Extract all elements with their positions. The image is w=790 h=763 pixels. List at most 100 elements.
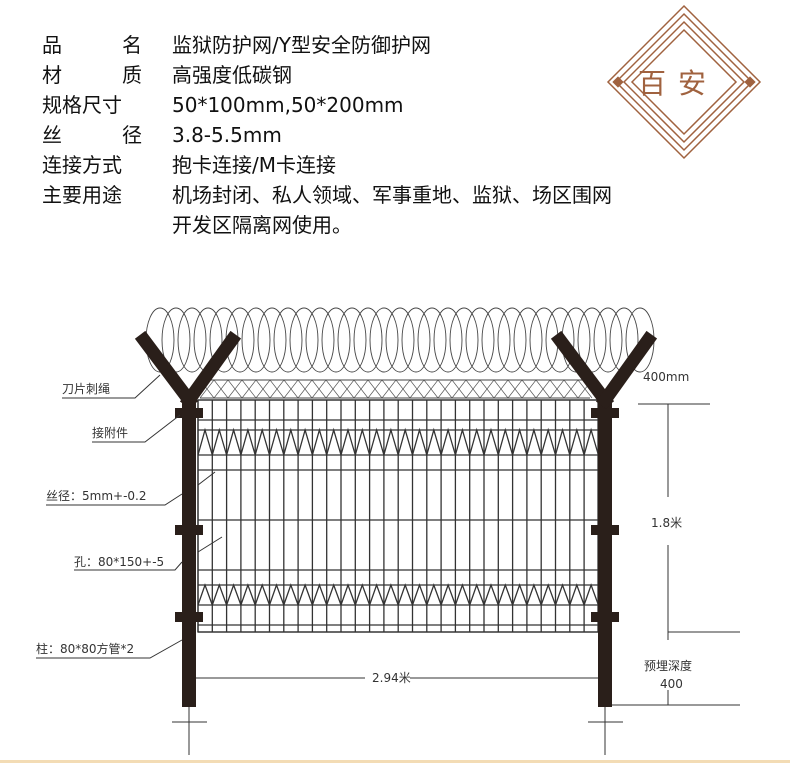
- razor-wire-coil: [305, 307, 335, 373]
- leader-fitting: [92, 414, 181, 443]
- logo-dot: [744, 76, 756, 88]
- razor-wire-coil: [481, 307, 511, 373]
- post-clamp: [175, 408, 182, 418]
- wire-cross: [437, 379, 453, 399]
- spec-value: 监狱防护网/Y型安全防御护网: [172, 33, 431, 57]
- ground-marker: [588, 707, 623, 755]
- spec-value: 3.8-5.5mm: [172, 123, 282, 147]
- label-fitting: 接附件: [92, 425, 128, 440]
- spec-value: 50*100mm,50*200mm: [172, 93, 404, 117]
- wire-cross: [269, 379, 285, 399]
- label-height: 1.8米: [651, 516, 682, 530]
- wire-cross: [297, 379, 313, 399]
- post-clamp: [591, 408, 598, 418]
- logo-dot: [612, 76, 624, 88]
- post-clamp: [591, 612, 598, 622]
- label-post: 柱：80*80方管*2: [36, 641, 134, 656]
- ground-marker: [172, 707, 207, 755]
- spec-key-text: 品名: [42, 33, 142, 57]
- spec-key: 连接方式: [42, 150, 152, 180]
- spec-key: 主要用途: [42, 180, 152, 210]
- razor-wire-coil: [353, 307, 383, 373]
- leader-wire-diameter: [46, 471, 216, 506]
- spec-key: 规格尺寸: [42, 90, 152, 120]
- leader-razor-wire: [62, 374, 161, 399]
- y-arm: [179, 330, 242, 410]
- y-arm: [550, 330, 615, 410]
- spec-key-text: 材质: [42, 63, 142, 87]
- fence-post-right: [598, 395, 612, 707]
- fence-diagram: 刀片刺绳 接附件 丝径：5mm+-0.2 孔：80*150+-5 柱：80*80…: [36, 307, 740, 755]
- razor-wire-coil: [401, 307, 431, 373]
- label-width: 2.94米: [372, 671, 411, 685]
- wire-cross: [255, 379, 271, 399]
- label-mesh-hole: 孔：80*150+-5: [74, 555, 164, 569]
- razor-wire-coil: [241, 307, 271, 373]
- wire-cross: [339, 379, 355, 399]
- logo-text: 百安: [638, 67, 719, 100]
- wire-cross: [423, 379, 439, 399]
- razor-wire-coil: [449, 307, 479, 373]
- wire-cross: [353, 379, 369, 399]
- wire-cross: [213, 379, 229, 399]
- label-razor-wire: 刀片刺绳: [62, 382, 110, 396]
- y-arm: [134, 330, 199, 410]
- wire-cross: [549, 379, 565, 399]
- wire-cross: [465, 379, 481, 399]
- razor-wire-coil: [369, 307, 399, 373]
- wire-cross: [507, 379, 523, 399]
- razor-wire-coil: [417, 307, 447, 373]
- razor-wire-coil: [433, 307, 463, 373]
- wire-cross: [493, 379, 509, 399]
- razor-wire-coil: [289, 307, 319, 373]
- razor-wire-coil: [593, 307, 623, 373]
- razor-wire-coil: [321, 307, 351, 373]
- wire-cross: [479, 379, 495, 399]
- spec-key-text: 规格尺寸: [42, 93, 122, 117]
- post-clamp: [196, 408, 203, 418]
- dimension-lines: [612, 403, 740, 706]
- wire-cross: [325, 379, 341, 399]
- leader-mesh-hole: [74, 536, 223, 571]
- wire-cross: [367, 379, 383, 399]
- label-embed-depth: 预埋深度: [644, 658, 692, 673]
- wire-cross: [409, 379, 425, 399]
- wire-cross: [241, 379, 257, 399]
- wire-rail: [200, 379, 590, 399]
- wire-cross: [227, 379, 243, 399]
- wire-cross: [395, 379, 411, 399]
- label-arm-height: 400mm: [643, 370, 689, 384]
- razor-wire-coil: [385, 307, 415, 373]
- wire-cross: [521, 379, 537, 399]
- label-wire-diameter: 丝径：5mm+-0.2: [46, 489, 146, 503]
- wire-cross: [283, 379, 299, 399]
- spec-key: 丝径: [42, 120, 152, 150]
- label-embed-value: 400: [660, 677, 683, 691]
- razor-wire-coil: [497, 307, 527, 373]
- spec-key-text: 主要用途: [42, 183, 122, 207]
- wire-cross: [451, 379, 467, 399]
- post-clamp: [175, 525, 182, 535]
- leader-post: [36, 639, 183, 659]
- logo-diamond-line: [606, 4, 762, 160]
- razor-wire-coil: [257, 307, 287, 373]
- spec-key-text: 丝径: [42, 123, 142, 147]
- logo-diamond-line: [614, 12, 754, 152]
- razor-wire-coil: [513, 307, 543, 373]
- spec-key: 品名: [42, 30, 152, 60]
- spec-key-text: 连接方式: [42, 153, 122, 177]
- spec-value: 机场封闭、私人领域、军事重地、监狱、场区围网: [172, 183, 612, 207]
- razor-wire-coil: [337, 307, 367, 373]
- spec-value: 高强度低碳钢: [172, 63, 292, 87]
- y-arm: [595, 330, 658, 410]
- logo-diamond-line: [630, 28, 738, 136]
- spec-key: 材质: [42, 60, 152, 90]
- post-clamp: [196, 612, 203, 622]
- wire-cross: [563, 379, 579, 399]
- post-clamp: [591, 525, 598, 535]
- wire-cross: [535, 379, 551, 399]
- wire-cross: [381, 379, 397, 399]
- razor-wire-coil: [273, 307, 303, 373]
- brand-logo: [606, 4, 762, 160]
- razor-wire-coil: [465, 307, 495, 373]
